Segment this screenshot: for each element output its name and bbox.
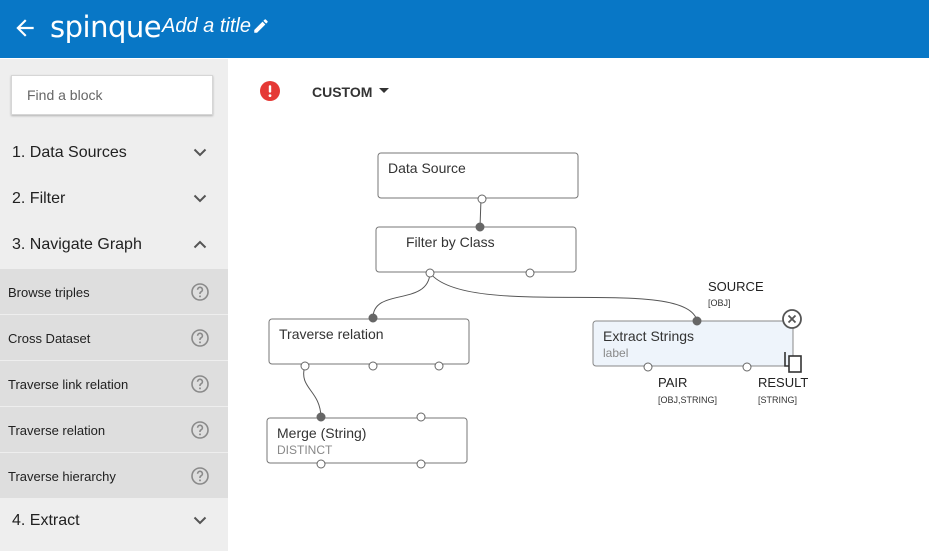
help-icon[interactable] [190,374,210,394]
block-sidebar: 1. Data Sources 2. Filter 3. Navigate Gr… [0,59,228,551]
block-item-traverse-relation[interactable]: Traverse relation [0,407,228,452]
category-label: 2. Filter [12,190,66,207]
output-port[interactable] [525,268,535,278]
flow-graph: Data Source Filter by Class Traverse rel… [266,152,808,469]
output-port[interactable] [477,194,487,204]
block-item-label: Traverse hierarchy [8,469,116,484]
chevron-down-icon [193,516,207,525]
help-icon[interactable] [190,420,210,440]
close-icon[interactable] [782,309,802,329]
output-port[interactable] [416,459,426,469]
input-port[interactable] [475,222,485,232]
strategy-type-label: CUSTOM [312,84,373,100]
find-block-input[interactable] [11,75,213,115]
error-icon[interactable] [260,81,280,101]
page-title[interactable]: Add a title [162,15,251,37]
block-item-cross-dataset[interactable]: Cross Dataset [0,315,228,360]
chevron-up-icon [193,240,207,249]
input-port[interactable] [368,313,378,323]
output-port[interactable] [425,268,435,278]
block-traverse-relation[interactable]: Traverse relation [268,318,470,365]
input-port[interactable] [416,412,426,422]
block-item-label: Traverse relation [8,423,106,438]
pencil-icon[interactable] [252,17,270,35]
category-label: 3. Navigate Graph [12,236,142,253]
port-type-pair: [OBJ,STRING] [658,395,717,405]
output-port[interactable] [300,361,310,371]
block-filter-by-class[interactable]: Filter by Class [375,226,577,273]
output-port[interactable] [434,361,444,371]
block-item-label: Traverse link relation [8,377,129,392]
block-item-traverse-hierarchy[interactable]: Traverse hierarchy [0,453,228,498]
block-title: Traverse relation [279,326,384,342]
strategy-canvas-area: CUSTOM Data Source Filter by Class Trave… [228,59,929,551]
block-title: Data Source [388,160,466,176]
caret-down-icon [379,88,389,93]
source-input-port[interactable] [692,316,702,326]
spinque-logo: spinque [50,10,162,44]
port-label-result: RESULT [758,375,808,390]
block-item-label: Cross Dataset [8,331,91,346]
block-data-source[interactable]: Data Source [377,152,579,199]
block-title: Merge (String) [277,425,366,441]
port-label-pair: PAIR [658,375,687,390]
port-type-source: [OBJ] [708,298,731,308]
port-label-source: SOURCE [708,279,764,294]
help-icon[interactable] [190,466,210,486]
connection-filter-to-extract [429,272,698,322]
category-extract[interactable]: 4. Extract [0,499,228,545]
block-item-browse-triples[interactable]: Browse triples [0,269,228,314]
block-item-label: Browse triples [8,285,90,300]
pair-output-port[interactable] [643,362,653,372]
chevron-down-icon [193,194,207,203]
port-type-result: [STRING] [758,395,797,405]
category-label: 1. Data Sources [12,144,127,161]
help-icon[interactable] [190,282,210,302]
block-subtitle: DISTINCT [277,443,333,457]
block-extract-strings[interactable]: Extract Strings label [592,320,794,367]
connection-source-to-filter [479,198,482,228]
block-subtitle: label [603,346,628,360]
app-header: spinque Add a title [0,0,929,58]
category-data-sources[interactable]: 1. Data Sources [0,131,228,177]
help-icon[interactable] [190,328,210,348]
category-label: 4. Extract [12,512,80,529]
connection-filter-to-traverse [372,272,431,319]
block-item-traverse-link-relation[interactable]: Traverse link relation [0,361,228,406]
copy-icon[interactable] [784,352,802,373]
back-arrow-icon[interactable] [12,15,38,41]
connection-traverse-to-merge [303,364,322,418]
result-output-port[interactable] [742,362,752,372]
block-title: Filter by Class [406,234,495,250]
output-port[interactable] [368,361,378,371]
output-port[interactable] [316,459,326,469]
strategy-type-dropdown[interactable]: CUSTOM [312,84,389,100]
input-port[interactable] [316,412,326,422]
block-title: Extract Strings [603,328,694,344]
block-frame [266,417,468,464]
category-navigate-graph[interactable]: 3. Navigate Graph [0,223,228,269]
chevron-down-icon [193,148,207,157]
block-merge-string[interactable]: Merge (String) DISTINCT [266,417,468,464]
category-filter[interactable]: 2. Filter [0,177,228,223]
